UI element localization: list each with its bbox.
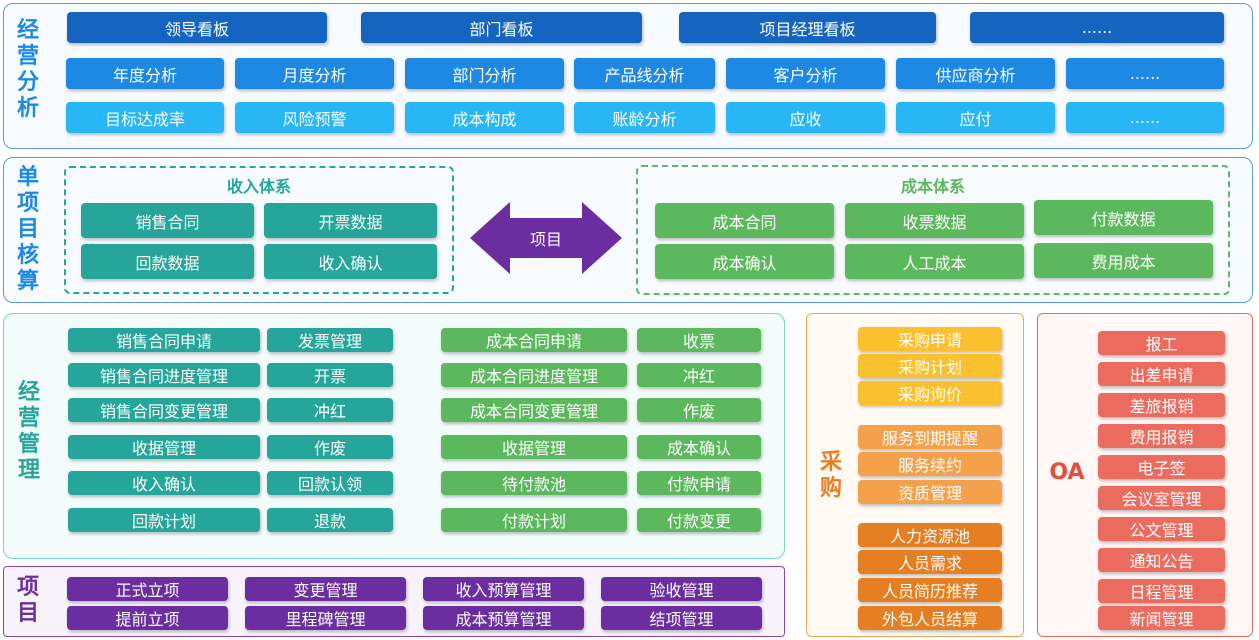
analysis-dimension-button[interactable]: 供应商分析: [896, 58, 1055, 89]
analysis-dimension-button[interactable]: 年度分析: [66, 58, 224, 89]
cost-system-title: 成本体系: [900, 177, 965, 196]
income-system-title: 收入体系: [226, 177, 291, 196]
analysis-dimension-button[interactable]: 客户分析: [726, 58, 885, 89]
income-item-button[interactable]: 回款数据: [81, 244, 254, 279]
cost-contract-item[interactable]: 成本合同申请: [441, 328, 627, 352]
invoice-item[interactable]: 冲红: [267, 398, 393, 422]
sales-contract-item[interactable]: 销售合同申请: [68, 328, 260, 352]
income-item-button[interactable]: 开票数据: [264, 203, 437, 238]
dashboard-button[interactable]: 部门看板: [361, 12, 642, 43]
sales-contract-item[interactable]: 收据管理: [68, 435, 260, 459]
payment-item[interactable]: 付款申请: [637, 471, 761, 495]
service-item[interactable]: 资质管理: [858, 480, 1002, 504]
sales-contract-item[interactable]: 销售合同进度管理: [68, 363, 260, 387]
oa-item[interactable]: 出差申请: [1098, 362, 1225, 386]
sales-contract-item[interactable]: 销售合同变更管理: [68, 398, 260, 422]
hr-item[interactable]: 外包人员结算: [858, 606, 1002, 630]
analysis-dimension-button[interactable]: 部门分析: [405, 58, 564, 89]
management-title: 经营管理: [17, 380, 40, 483]
purchase-title: 采购: [819, 450, 842, 501]
payment-item[interactable]: 冲红: [637, 363, 761, 387]
project-item[interactable]: 正式立项: [67, 577, 228, 601]
cost-system-box: [636, 165, 1230, 295]
service-item[interactable]: 服务续约: [858, 452, 1002, 476]
oa-item[interactable]: 报工: [1098, 331, 1225, 355]
sales-contract-item[interactable]: 收入确认: [68, 471, 260, 495]
cost-contract-item[interactable]: 成本合同进度管理: [441, 363, 627, 387]
cost-item-button[interactable]: 成本合同: [655, 203, 834, 238]
analysis-metric-button[interactable]: 目标达成率: [66, 102, 224, 133]
project-arrow-label: 项目: [529, 230, 562, 249]
cost-contract-item[interactable]: 待付款池: [441, 471, 627, 495]
analysis-metric-button[interactable]: 账龄分析: [574, 102, 715, 133]
project-item[interactable]: 变更管理: [245, 577, 406, 601]
oa-item[interactable]: 通知公告: [1098, 548, 1225, 572]
income-item-button[interactable]: 销售合同: [81, 203, 254, 238]
cost-item-button[interactable]: 付款数据: [1034, 200, 1213, 235]
invoice-item[interactable]: 发票管理: [267, 328, 393, 352]
hr-item[interactable]: 人力资源池: [858, 523, 1002, 547]
payment-item[interactable]: 收票: [637, 328, 761, 352]
dashboard-button[interactable]: 领导看板: [67, 12, 327, 43]
oa-item[interactable]: 日程管理: [1098, 579, 1225, 603]
dashboard-button[interactable]: 项目经理看板: [679, 12, 936, 43]
purchase-item[interactable]: 采购申请: [858, 327, 1002, 351]
income-item-button[interactable]: 收入确认: [264, 244, 437, 279]
hr-item[interactable]: 人员需求: [858, 550, 1002, 574]
oa-title: OA: [1049, 460, 1085, 485]
analysis-title: 经营分析: [16, 18, 39, 121]
project-item[interactable]: 验收管理: [601, 577, 762, 601]
payment-item[interactable]: 付款变更: [637, 508, 761, 532]
purchase-item[interactable]: 采购计划: [858, 354, 1002, 378]
dashboard-button[interactable]: ......: [970, 12, 1224, 43]
payment-item[interactable]: 作废: [637, 398, 761, 422]
cost-contract-item[interactable]: 收据管理: [441, 435, 627, 459]
sales-contract-item[interactable]: 回款计划: [68, 508, 260, 532]
oa-item[interactable]: 费用报销: [1098, 424, 1225, 448]
project-double-arrow: [470, 202, 622, 274]
hr-item[interactable]: 人员简历推荐: [858, 578, 1002, 602]
oa-item[interactable]: 电子签: [1098, 455, 1225, 479]
analysis-dimension-button[interactable]: ......: [1066, 58, 1224, 89]
project-item[interactable]: 成本预算管理: [423, 606, 584, 630]
invoice-item[interactable]: 退款: [267, 508, 393, 532]
cost-contract-item[interactable]: 成本合同变更管理: [441, 398, 627, 422]
project-item[interactable]: 里程碑管理: [245, 606, 406, 630]
analysis-metric-button[interactable]: 应收: [726, 102, 885, 133]
invoice-item[interactable]: 开票: [267, 363, 393, 387]
cost-contract-item[interactable]: 付款计划: [441, 508, 627, 532]
cost-item-button[interactable]: 收票数据: [845, 203, 1024, 238]
oa-item[interactable]: 新闻管理: [1098, 606, 1225, 630]
invoice-item[interactable]: 作废: [267, 435, 393, 459]
oa-item[interactable]: 会议室管理: [1098, 486, 1225, 510]
single-project-title: 单项目核算: [16, 165, 39, 294]
service-item[interactable]: 服务到期提醒: [858, 425, 1002, 449]
analysis-metric-button[interactable]: 成本构成: [405, 102, 564, 133]
payment-item[interactable]: 成本确认: [637, 435, 761, 459]
invoice-item[interactable]: 回款认领: [267, 471, 393, 495]
analysis-dimension-button[interactable]: 月度分析: [235, 58, 394, 89]
cost-item-button[interactable]: 人工成本: [845, 244, 1024, 279]
oa-item[interactable]: 公文管理: [1098, 517, 1225, 541]
analysis-metric-button[interactable]: ......: [1066, 102, 1224, 133]
project-item[interactable]: 结项管理: [601, 606, 762, 630]
income-system-box: [64, 166, 454, 294]
project-item[interactable]: 提前立项: [67, 606, 228, 630]
cost-item-button[interactable]: 费用成本: [1034, 243, 1213, 278]
oa-item[interactable]: 差旅报销: [1098, 393, 1225, 417]
purchase-item[interactable]: 采购询价: [858, 381, 1002, 405]
project-item[interactable]: 收入预算管理: [423, 577, 584, 601]
analysis-metric-button[interactable]: 风险预警: [235, 102, 394, 133]
analysis-metric-button[interactable]: 应付: [896, 102, 1055, 133]
project-title: 项目: [16, 575, 39, 626]
analysis-dimension-button[interactable]: 产品线分析: [574, 58, 715, 89]
cost-item-button[interactable]: 成本确认: [655, 244, 834, 279]
